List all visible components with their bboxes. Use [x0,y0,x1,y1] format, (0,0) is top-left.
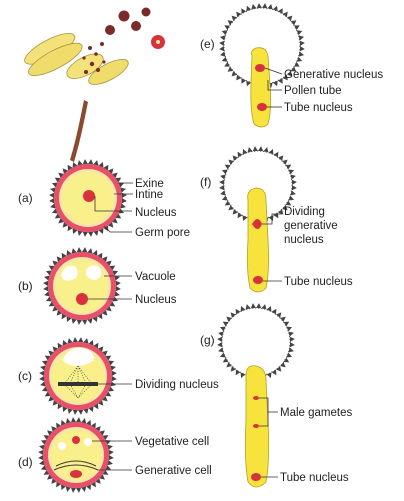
generative-cell-label: Generative cell [135,465,212,477]
dividing-nucleus-label: Dividing nucleus [135,379,219,391]
intine-label: Intine [135,189,163,201]
stage-c-tag: (c) [18,369,32,383]
male-gametes-label: Male gametes [280,407,352,419]
anther-illustration [24,7,165,162]
dividing-label-3: nucleus [284,234,324,246]
stage-b-pollen-grain [43,247,121,325]
stage-a-pollen-grain [49,159,132,237]
dividing-label-1: Dividing [284,206,325,218]
vegetative-cell-label: Vegetative cell [135,436,209,448]
generative-nucleus-e [255,64,265,72]
stage-c-pollen-grain [39,337,117,415]
stage-g-tag: (g) [200,333,215,347]
nucleus-a-label: Nucleus [135,207,177,219]
generative-nucleus-d [70,470,82,478]
spindle [63,365,93,399]
tube-nucleus-g [251,473,261,481]
germ-pore-label: Germ pore [135,227,190,239]
exine-label: Exine [135,178,164,190]
released-pollen-grains [82,7,165,74]
tube-nucleus-g-label: Tube nucleus [280,472,349,484]
dividing-generative-nucleus-f [252,219,262,229]
generative-cell-wall [55,460,97,467]
stage-d-pollen-grain [38,417,114,493]
stage-b-tag: (b) [18,279,33,293]
filament-stalk [70,100,88,162]
male-gamete-2 [253,424,259,428]
vacuole-left [61,265,78,281]
metaphase-plate [58,382,98,386]
stage-f-tag: (f) [200,175,211,189]
tube-nucleus-e [257,103,267,111]
stage-a-tag: (a) [18,191,33,205]
tube-nucleus-f [253,276,263,284]
male-gamete-1 [253,396,259,400]
stage-d-tag: (d) [18,455,33,469]
vacuole-right [86,265,102,280]
vegetative-nucleus [72,436,80,444]
nucleus-a [83,190,95,202]
stage-e-tag: (e) [200,37,215,51]
dividing-label-2: generative [284,220,338,232]
nucleus-b-label: Nucleus [135,294,177,306]
tube-nucleus-f-label: Tube nucleus [284,276,353,288]
tube-nucleus-e-label: Tube nucleus [284,102,353,114]
stage-f-germinating-pollen [219,146,297,293]
nucleus-b [76,293,88,305]
stage-e-germinating-pollen [219,3,305,128]
stage-g-germinating-pollen [217,303,295,488]
pollen-tube-f [246,187,270,293]
vacuole-label: Vacuole [135,271,176,283]
generative-nucleus-e-label: Generative nucleus [284,69,383,81]
vacuole-c [62,347,94,366]
pollen-tube-label: Pollen tube [284,85,342,97]
